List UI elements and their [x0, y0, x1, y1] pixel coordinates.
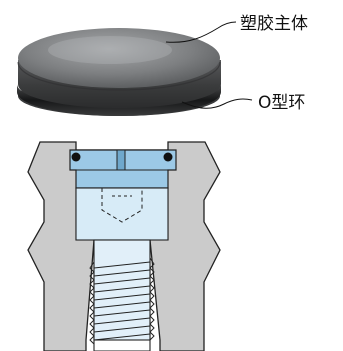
cap-top-highlight [48, 36, 172, 64]
cross-section [27, 141, 221, 351]
cap-rim-edge [17, 61, 221, 91]
plug-slot [116, 149, 126, 171]
thread-edge-left [89, 261, 95, 345]
o-ring-right [163, 152, 173, 162]
thread-lines [93, 261, 151, 341]
hex-socket [101, 188, 143, 223]
cap-top-face [18, 28, 220, 88]
insert-body [75, 187, 169, 241]
o-ring-band [17, 84, 221, 116]
o-ring-label: O型环 [258, 93, 305, 113]
plastic-body-label: 塑胶主体 [240, 14, 308, 34]
leader-line-o-ring [181, 98, 253, 109]
label-plastic-body: 塑胶主体 [165, 14, 308, 43]
thread-edge-right [149, 257, 155, 341]
cap-photo [17, 28, 221, 116]
o-ring-left [71, 152, 81, 162]
label-o-ring: O型环 [181, 93, 305, 113]
stem [93, 239, 151, 341]
leader-line-plastic-body [165, 21, 237, 43]
